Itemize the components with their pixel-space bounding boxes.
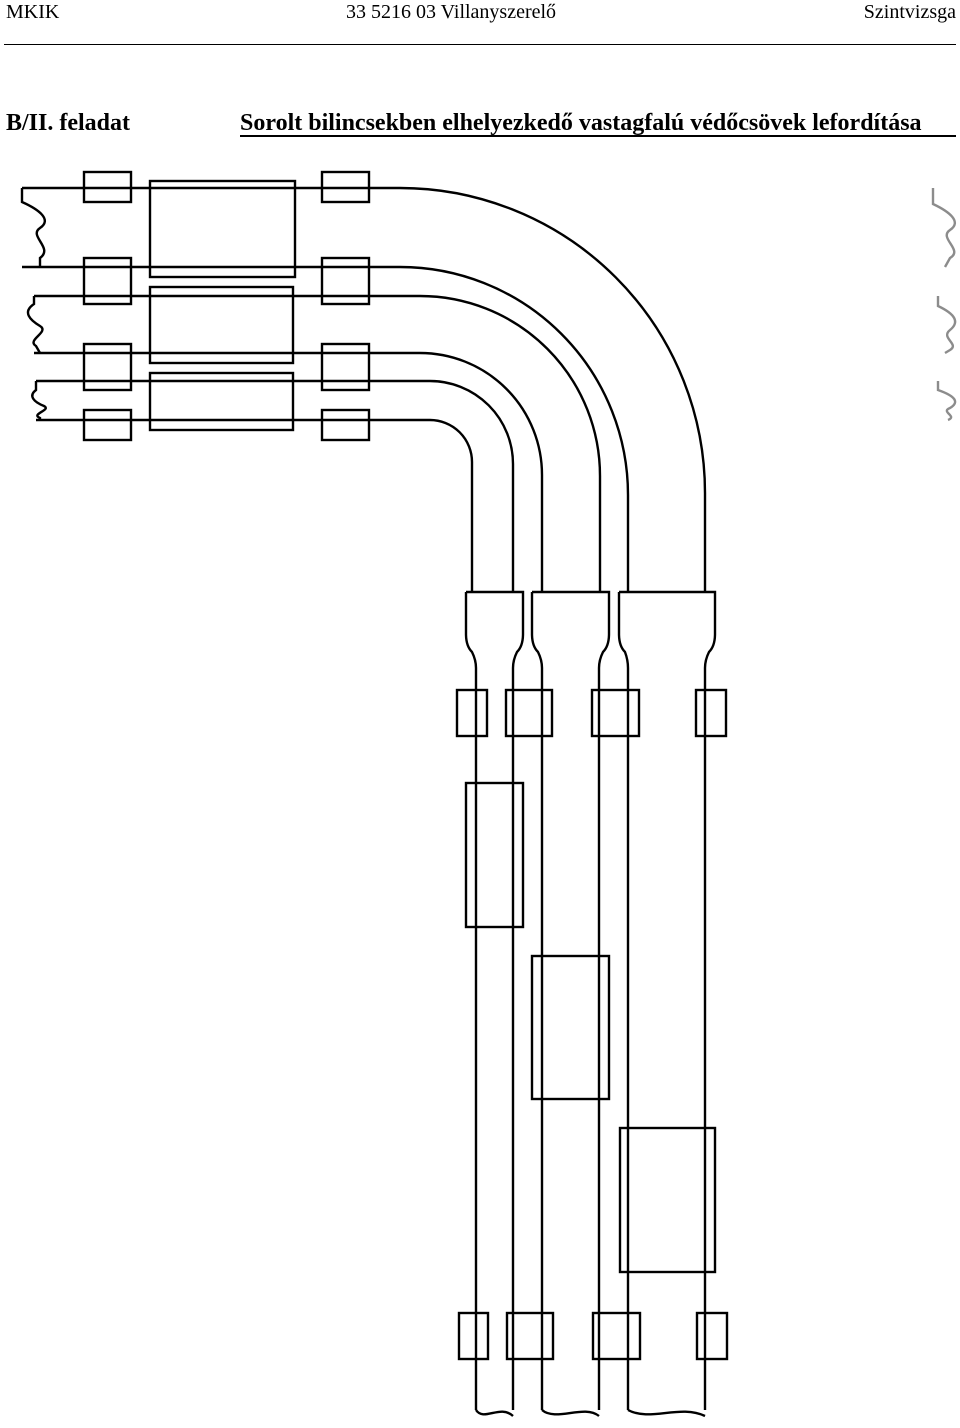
conduit-2-left-break — [26, 296, 44, 354]
conduit-2-outer-wall — [34, 294, 602, 592]
clamp — [320, 170, 371, 204]
coupling-sleeve — [148, 371, 295, 432]
vertical-runs — [474, 688, 707, 1410]
conduit-2 — [26, 294, 957, 592]
clamp — [455, 688, 489, 738]
conduit-3-inner-wall — [36, 418, 474, 592]
horizontal-couplings — [148, 179, 297, 432]
page-header: MKIK 33 5216 03 Villanyszerelő Szintvizs… — [0, 0, 960, 45]
clamp — [505, 1311, 555, 1361]
socket-head-2 — [530, 590, 611, 688]
conduit-2-bottom-break — [541, 1408, 600, 1418]
vertical-clamps-upper — [455, 688, 728, 738]
conduit-3-left-break — [31, 381, 47, 420]
clamp — [694, 688, 728, 738]
conduit-1-bottom-break — [627, 1408, 706, 1418]
horizontal-clamps-left — [82, 170, 133, 442]
conduit-1-right-break — [931, 188, 956, 268]
clamp — [457, 1311, 490, 1361]
vertical-couplings — [464, 781, 717, 1274]
socket-head-1 — [617, 590, 717, 688]
header-org: MKIK — [6, 1, 60, 23]
vertical-clamps-lower — [457, 1311, 729, 1361]
clamp — [504, 688, 554, 738]
conduit-3-outer-wall — [36, 379, 515, 592]
clamp — [320, 408, 371, 442]
clamp — [590, 688, 641, 738]
task-label: B/II. feladat — [6, 110, 131, 136]
task-title-underline — [240, 135, 956, 137]
coupling-sleeve — [618, 1126, 717, 1274]
header-exam-code: 33 5216 03 Villanyszerelő — [346, 1, 557, 23]
coupling-sleeve — [148, 179, 297, 279]
header-rule — [4, 44, 956, 45]
clamp — [82, 408, 133, 442]
conduit-2-inner-wall — [34, 351, 544, 592]
conduit-1-left-break — [20, 188, 46, 267]
conduit-3-bottom-break — [475, 1409, 514, 1417]
clamp — [82, 342, 133, 392]
clamp — [82, 170, 133, 204]
conduit-2-right-break — [936, 296, 957, 355]
clamp — [320, 342, 371, 392]
conduit-3 — [31, 379, 957, 592]
conduit-1-outer-wall — [22, 186, 707, 592]
conduit-3-right-break — [936, 381, 957, 422]
bottom-breaks — [475, 1408, 706, 1418]
clamp — [82, 256, 133, 306]
socket-head-3 — [464, 590, 525, 688]
horizontal-clamps-right — [320, 170, 371, 442]
task-title: Sorolt bilincsekben elhelyezkedő vastagf… — [240, 110, 922, 136]
socket-heads — [464, 590, 717, 688]
coupling-sleeve — [530, 954, 611, 1101]
coupling-sleeve — [464, 781, 525, 929]
clamp — [320, 256, 371, 306]
header-exam-type: Szintvizsga — [863, 1, 956, 23]
clamp — [591, 1311, 642, 1361]
coupling-sleeve — [148, 285, 295, 365]
clamp — [695, 1311, 729, 1361]
conduit-1-inner-wall — [22, 265, 630, 592]
conduit-1 — [20, 186, 956, 592]
